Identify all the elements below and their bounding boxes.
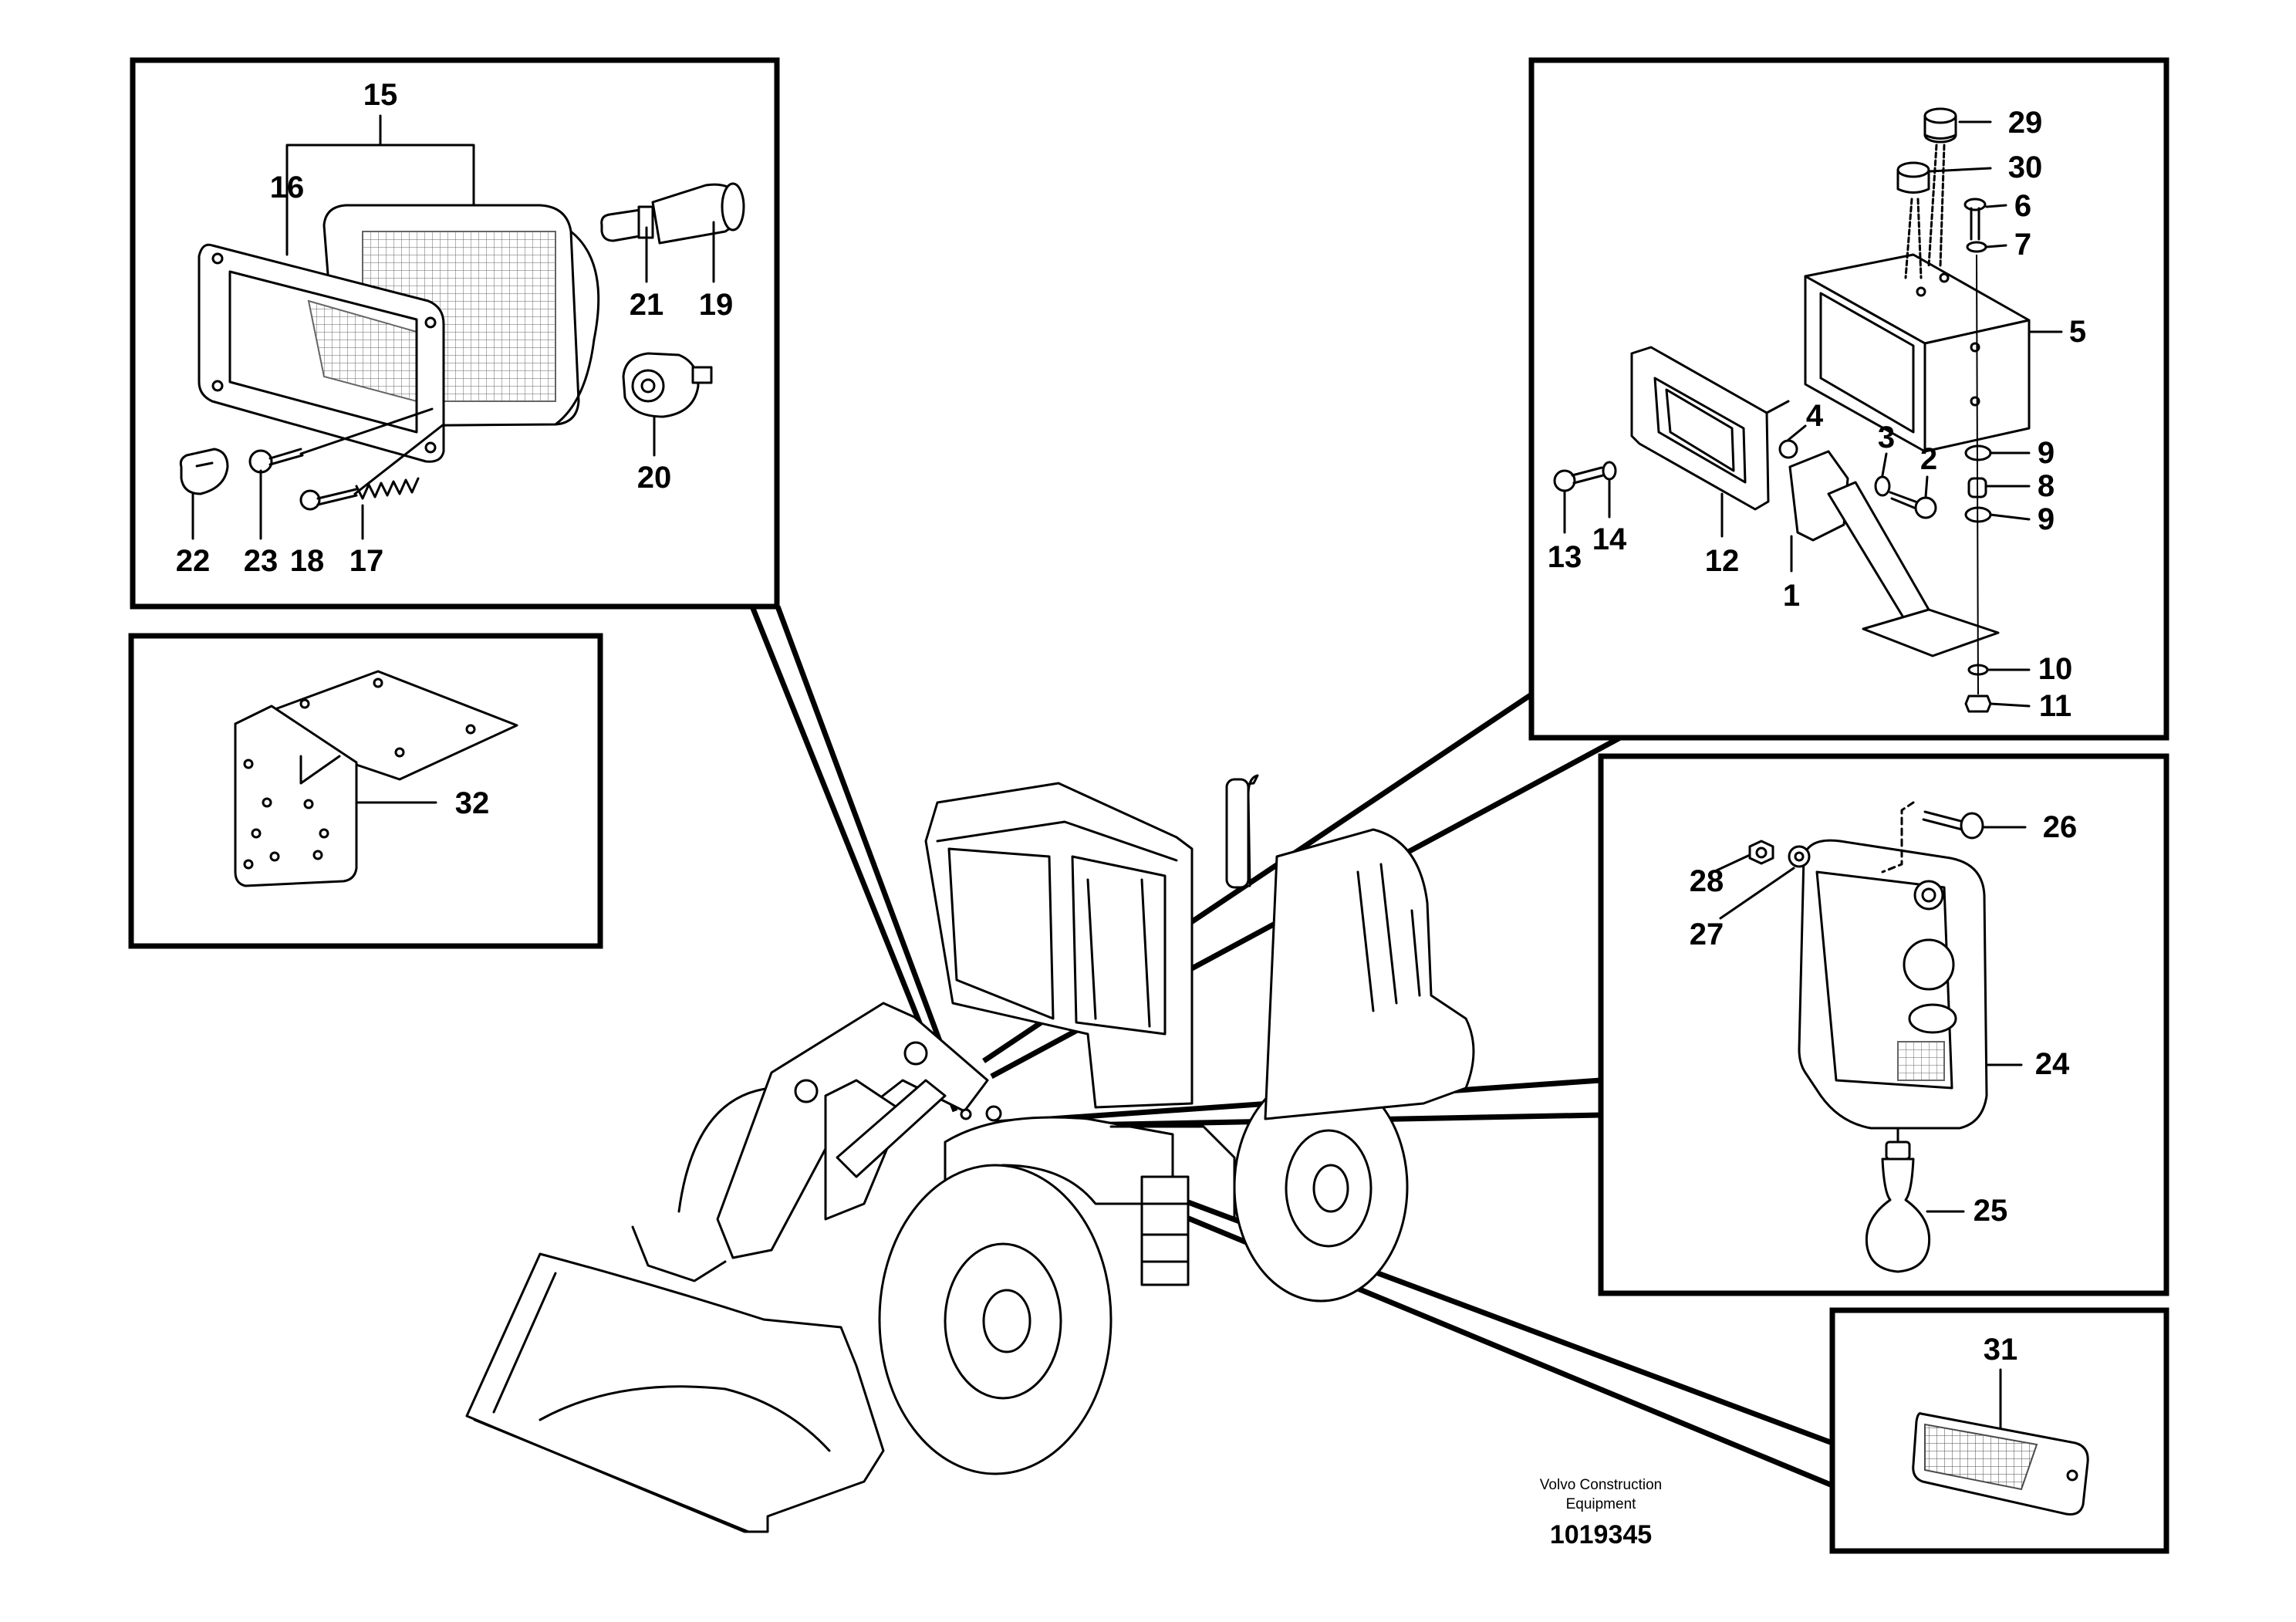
bucket — [465, 1252, 885, 1533]
wheel-loader — [465, 774, 1475, 1533]
lamp-plate — [1630, 346, 1770, 511]
nut-11 — [1964, 694, 1992, 713]
callout-31: 31 — [1984, 1333, 2018, 1367]
bulb-holder — [651, 182, 745, 245]
callout-16: 16 — [270, 171, 305, 204]
callout-26: 26 — [2043, 810, 2078, 844]
rubber-pad-30 — [1896, 161, 1930, 194]
callout-9a: 9 — [2038, 436, 2055, 470]
callout-2: 2 — [1920, 442, 1937, 476]
callout-5: 5 — [2069, 315, 2086, 349]
callout-27: 27 — [1690, 917, 1724, 951]
spring-17 — [355, 477, 420, 500]
callout-20: 20 — [637, 461, 672, 495]
callout-18: 18 — [290, 544, 325, 578]
lift-arm — [716, 1002, 989, 1259]
washer-4 — [1778, 439, 1798, 459]
bolt-13 — [1553, 466, 1605, 492]
washer-3 — [1874, 475, 1891, 497]
callout-28: 28 — [1690, 864, 1724, 898]
box-rear-lamp — [1598, 753, 2169, 1296]
caption-company-line1: Volvo Construction — [1540, 1477, 1662, 1493]
bracket-drawing — [1553, 107, 2063, 713]
rubber-pad-29 — [1923, 107, 1957, 144]
callout-19: 19 — [699, 288, 734, 322]
document-number: 1019345 — [1550, 1520, 1652, 1549]
callout-17: 17 — [349, 544, 384, 578]
damper-9a — [1964, 444, 1992, 461]
callout-9b: 9 — [2038, 502, 2055, 536]
box-work-lamp — [130, 57, 780, 610]
caption-company-line2: Equipment — [1566, 1496, 1637, 1512]
screw-6 — [1963, 198, 1987, 241]
callout-6: 6 — [2014, 189, 2031, 223]
callout-29: 29 — [2008, 106, 2043, 140]
cab — [924, 782, 1194, 1109]
callout-15: 15 — [363, 78, 398, 112]
callout-32: 32 — [455, 786, 490, 820]
rear-lamp-drawing — [1715, 801, 2027, 1273]
bulb-25 — [1865, 1140, 1931, 1273]
reflector-drawing — [1912, 1368, 2089, 1516]
screw-26 — [1881, 801, 1984, 874]
callout-14: 14 — [1592, 522, 1627, 556]
halogen-bulb — [600, 205, 654, 242]
callout-21: 21 — [630, 288, 664, 322]
callout-8: 8 — [2038, 469, 2055, 503]
box-lamp-bracket — [1528, 57, 2169, 741]
callout-22: 22 — [176, 544, 211, 578]
callout-12: 12 — [1705, 544, 1740, 578]
callout-1: 1 — [1783, 579, 1800, 613]
nut-28 — [1748, 840, 1774, 865]
callout-10: 10 — [2038, 652, 2073, 686]
callout-4: 4 — [1806, 399, 1824, 433]
callout-3: 3 — [1878, 421, 1895, 454]
callout-30: 30 — [2008, 150, 2043, 184]
lamp-position-marker — [985, 1105, 1002, 1122]
mounting-bracket — [1788, 450, 1849, 542]
lamp-socket — [622, 352, 713, 418]
small-bulb — [179, 448, 229, 495]
callout-13: 13 — [1548, 540, 1582, 574]
washer-27 — [1788, 845, 1811, 868]
mounting-plate-drawing — [234, 670, 518, 887]
box-reflector — [1829, 1307, 2169, 1554]
screw-18 — [299, 488, 358, 511]
callout-25: 25 — [1974, 1194, 2008, 1228]
callout-7: 7 — [2014, 228, 2031, 262]
work-lamp-drawing — [179, 114, 745, 540]
screw-23 — [248, 448, 304, 474]
bolt-2 — [1889, 491, 1937, 519]
callout-24: 24 — [2035, 1047, 2070, 1081]
callout-23: 23 — [244, 544, 279, 578]
box-mounting-plate — [128, 633, 603, 949]
washer-7 — [1966, 241, 1987, 253]
washer-14 — [1602, 461, 1617, 481]
callout-11: 11 — [2039, 689, 2071, 723]
